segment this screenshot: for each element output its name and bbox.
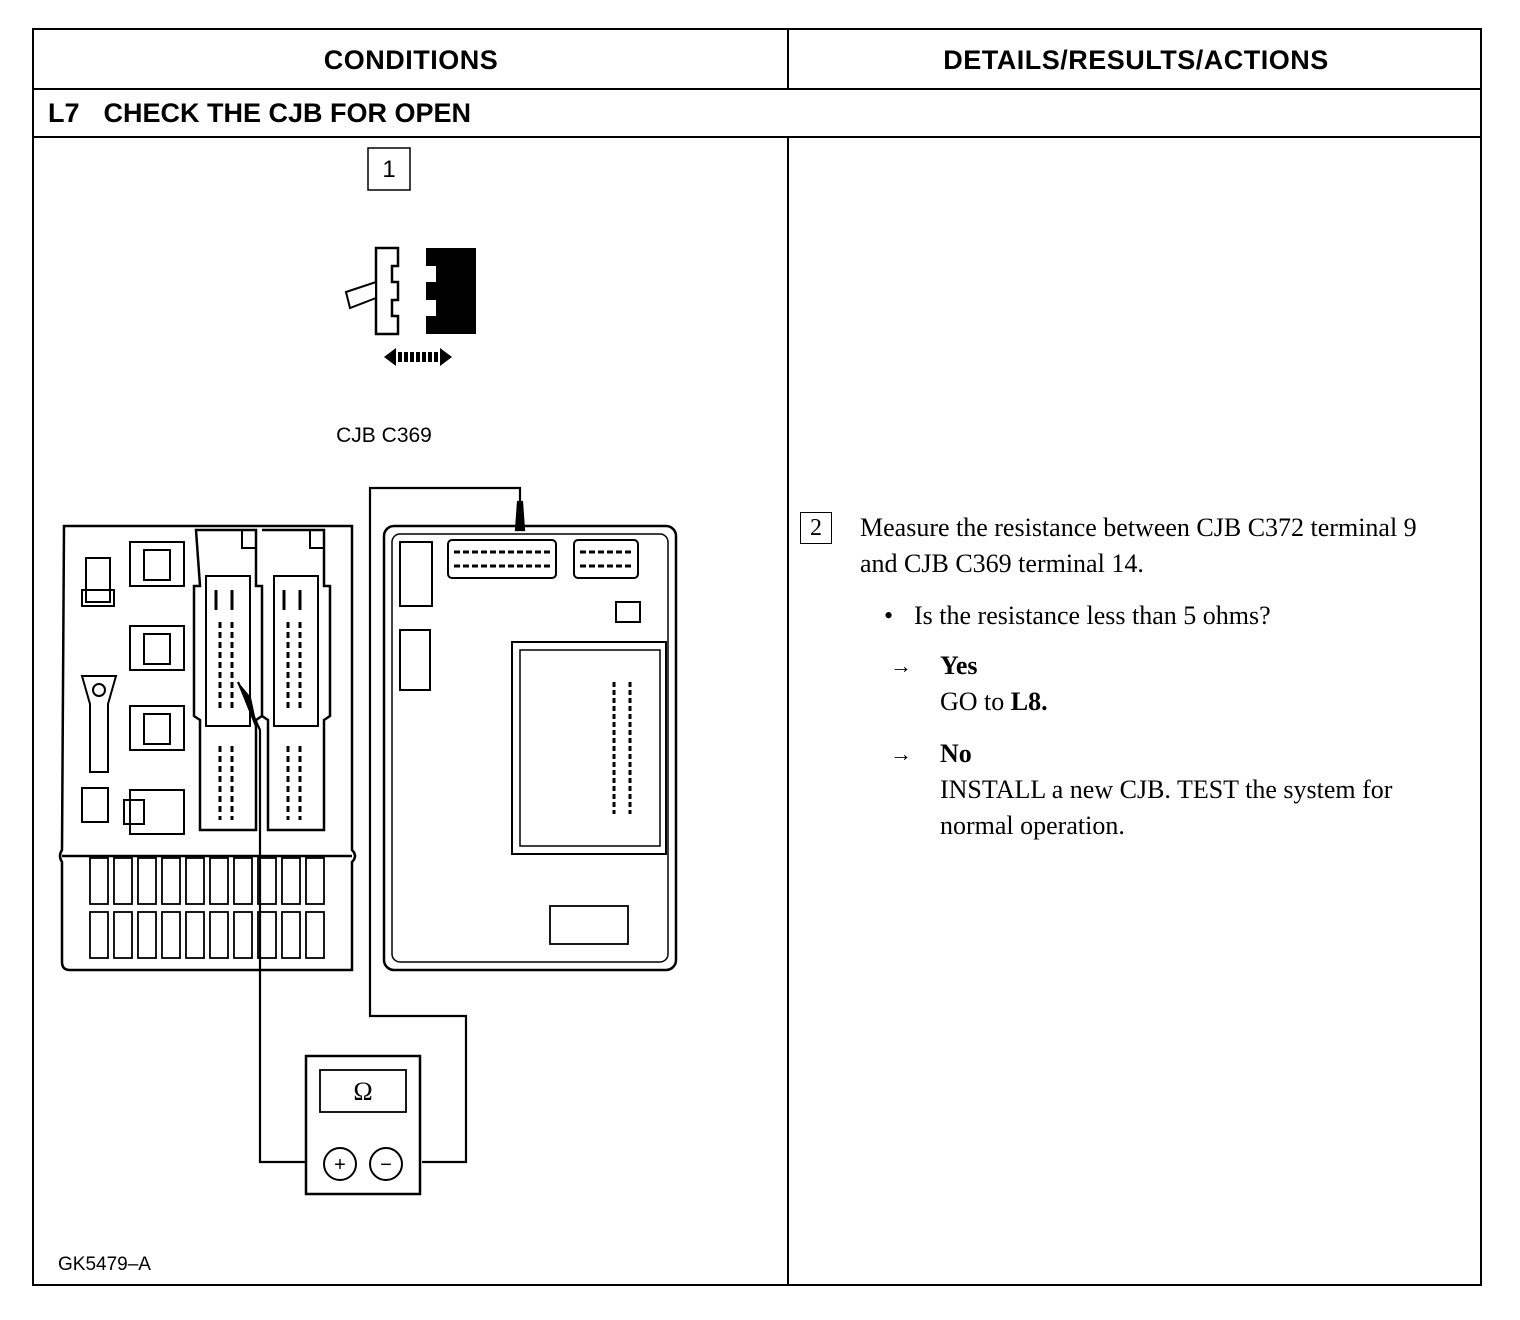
connector-label: CJB C369 (336, 424, 432, 447)
header-conditions: CONDITIONS (323, 44, 499, 75)
divider (34, 136, 1480, 138)
svg-text:+: + (334, 1154, 346, 1176)
connector-disconnect-icon (344, 246, 476, 366)
cjb-back-terminals (454, 550, 632, 814)
cjb-back-panel (382, 524, 678, 972)
bullet-icon: • (884, 601, 894, 630)
outcome-text: INSTALL a new CJB. TEST the system for n… (940, 775, 1393, 840)
ohmmeter: Ω + − (304, 1054, 422, 1196)
step-heading: CHECK THE CJB FOR OPEN (103, 97, 472, 128)
step2-number: 2 (800, 512, 832, 544)
outcome-label: No (940, 739, 972, 768)
question-text: Is the resistance less than 5 ohms? (914, 601, 1271, 630)
cjb-fuse-panel (58, 524, 357, 972)
divider (787, 138, 789, 1284)
ohm-symbol: Ω (353, 1077, 372, 1106)
cjb-wiring-diagram: 1 CJB C369 (58, 147, 678, 1275)
connector-terminals (214, 590, 302, 820)
procedure-table: CONDITIONS DETAILS/RESULTS/ACTIONS L7 CH… (32, 28, 1482, 1286)
divider (787, 30, 789, 88)
figure-id: GK5479–A (58, 1254, 151, 1275)
fuse-array (89, 857, 325, 959)
step1-box (367, 147, 411, 191)
minus-terminal-icon (369, 1147, 403, 1181)
arrow-right-icon: → (890, 741, 912, 766)
question: • Is the resistance less than 5 ohms? (884, 598, 1444, 634)
plus-terminal-icon (323, 1147, 357, 1181)
divider (34, 88, 1480, 90)
header-details: DETAILS/RESULTS/ACTIONS (943, 44, 1329, 75)
step-reference: L8. (1010, 687, 1048, 716)
svg-text:−: − (380, 1154, 392, 1176)
outcome-label: Yes (940, 651, 978, 680)
measure-instruction: Measure the resistance between CJB C372 … (860, 513, 1417, 578)
outcome-text: GO to L8. (940, 687, 1048, 716)
step1-number: 1 (382, 156, 395, 183)
arrow-right-icon: → (890, 653, 912, 678)
step-number: L7 (48, 97, 80, 128)
test-leads (237, 486, 526, 1164)
step-title: L7 CHECK THE CJB FOR OPEN (48, 90, 471, 136)
